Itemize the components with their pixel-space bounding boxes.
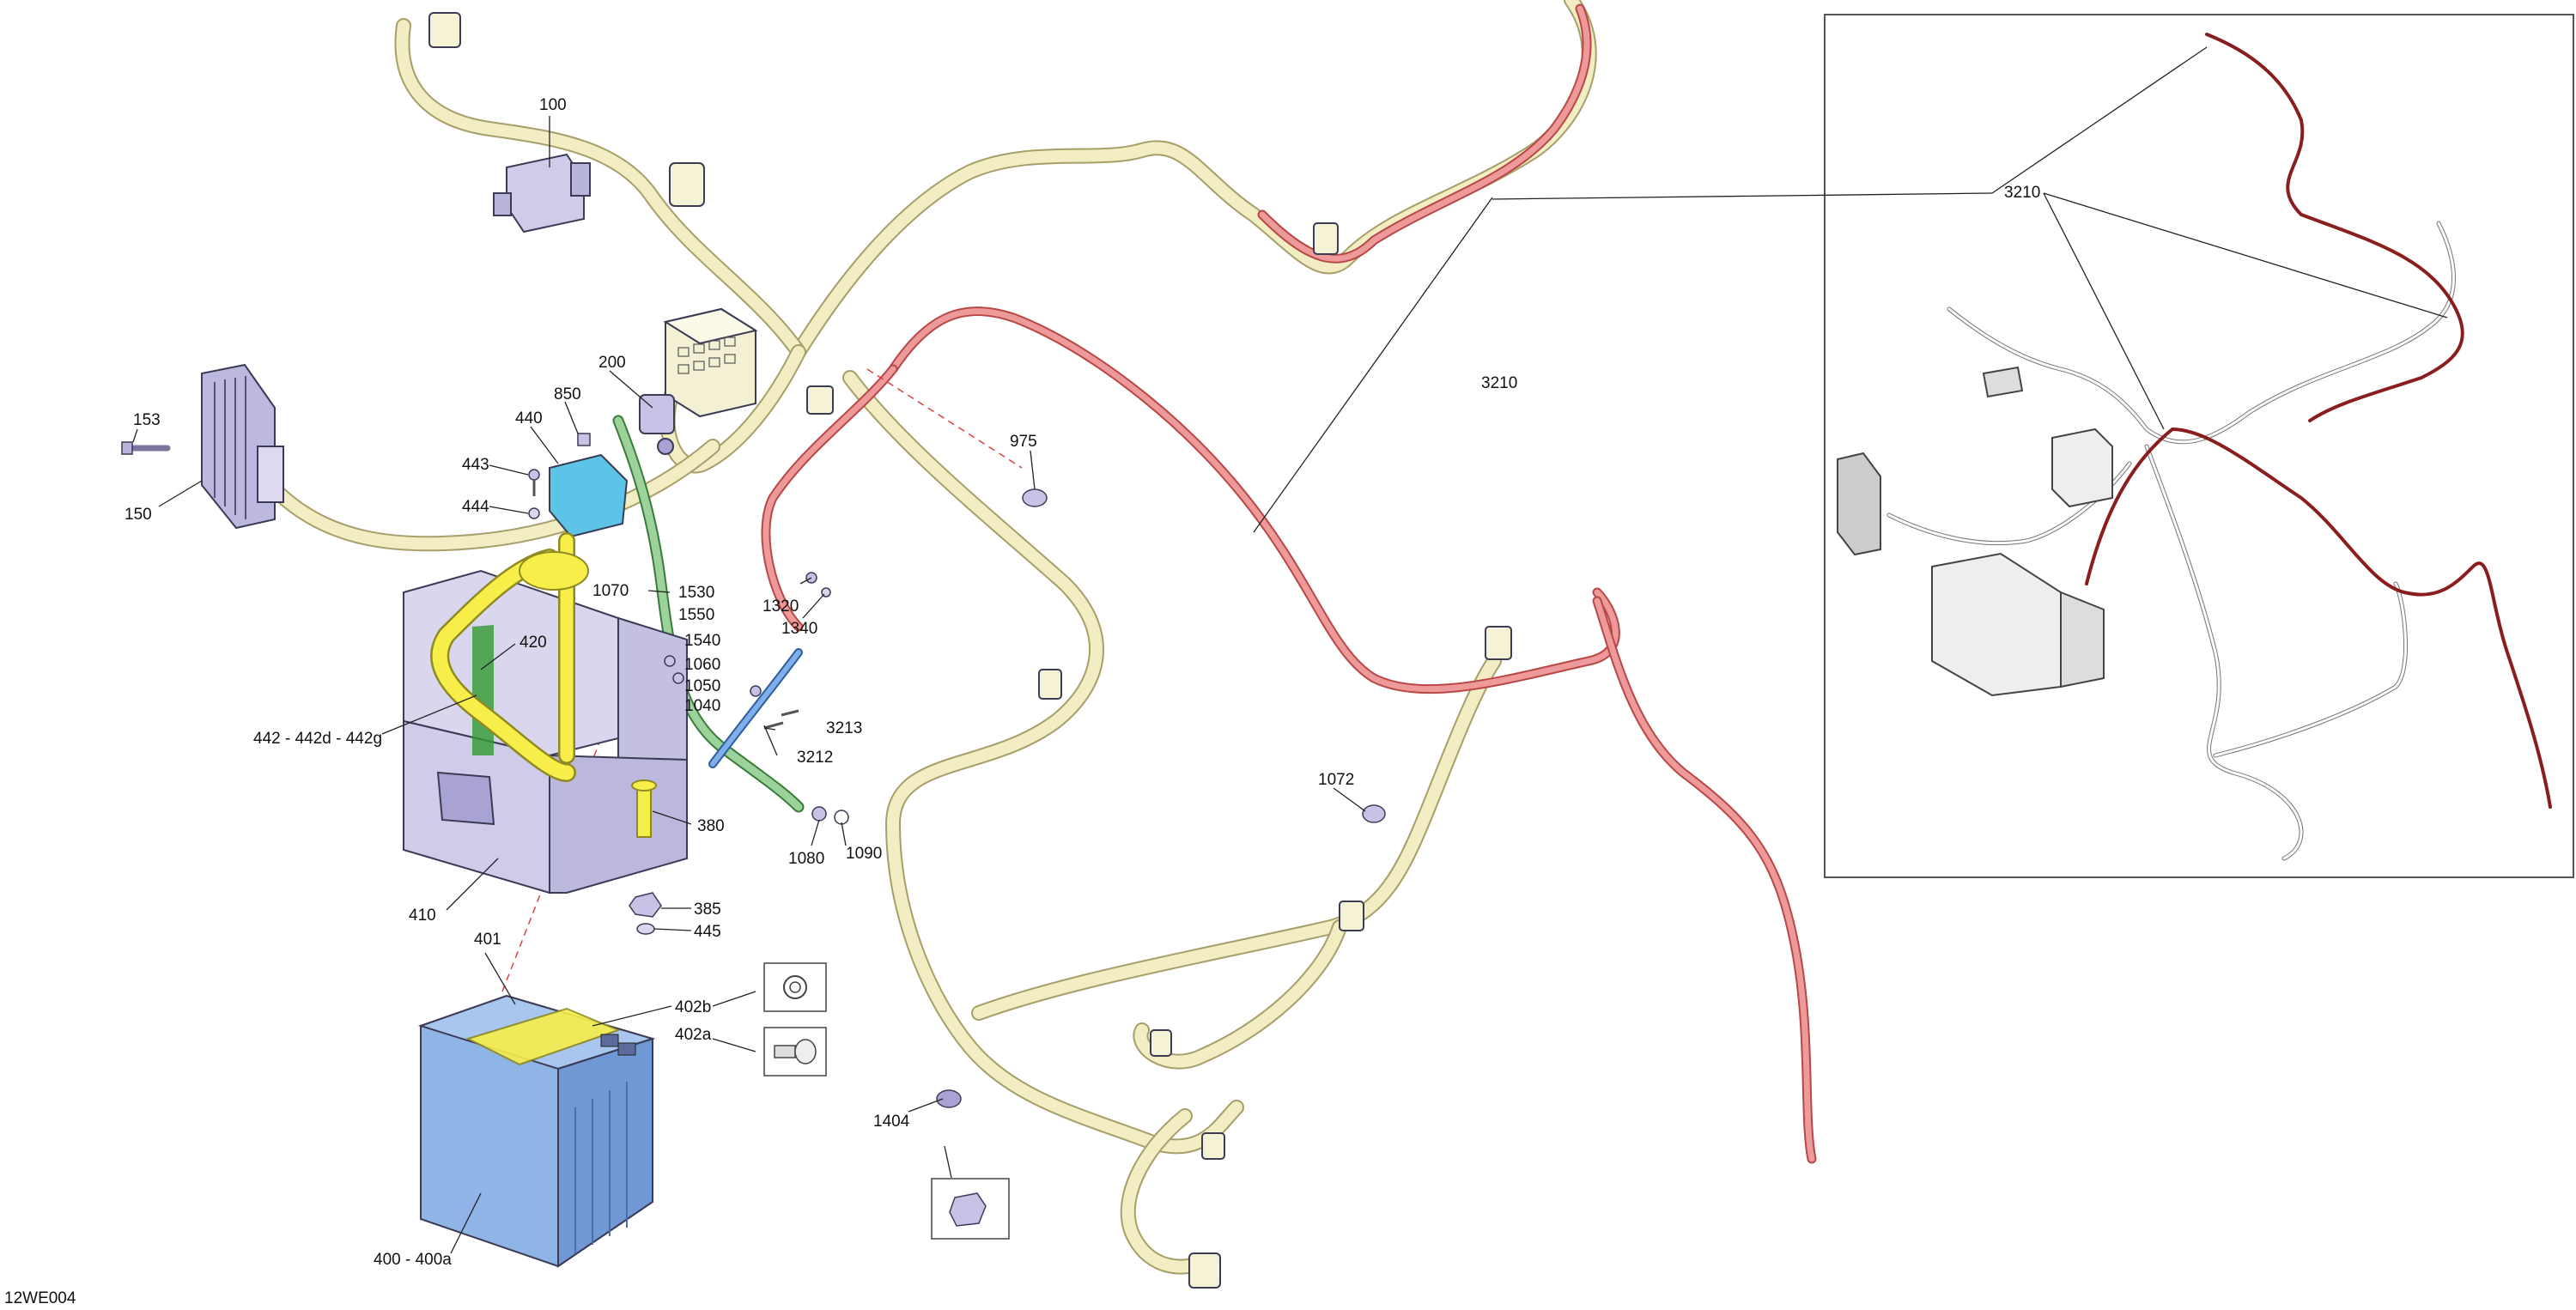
label-440: 440 bbox=[515, 409, 543, 428]
label-410: 410 bbox=[409, 907, 436, 925]
bolt-380 bbox=[631, 779, 657, 838]
terminals-1040-1060 bbox=[664, 655, 762, 697]
label-1530: 1530 bbox=[678, 584, 714, 602]
label-443: 443 bbox=[462, 456, 489, 474]
label-153: 153 bbox=[133, 411, 161, 429]
star-washer-icon bbox=[783, 975, 807, 999]
connector-200 bbox=[639, 394, 675, 455]
fastener-975 bbox=[1022, 488, 1048, 507]
label-445: 445 bbox=[694, 923, 721, 941]
label-1050: 1050 bbox=[684, 677, 720, 695]
battery-tray-410 bbox=[403, 569, 688, 895]
leader-lines bbox=[132, 46, 2448, 1254]
label-1540: 1540 bbox=[684, 632, 720, 650]
label-402b: 402b bbox=[675, 998, 711, 1016]
washer-1090 bbox=[834, 810, 849, 825]
label-975: 975 bbox=[1010, 433, 1037, 451]
label-1550: 1550 bbox=[678, 606, 714, 624]
positive-cable-3210 bbox=[761, 3, 1817, 1164]
screw-443 bbox=[528, 469, 540, 496]
label-1070: 1070 bbox=[592, 582, 629, 600]
screw-153 bbox=[121, 441, 171, 455]
label-850: 850 bbox=[554, 385, 581, 403]
label-1060: 1060 bbox=[684, 656, 720, 674]
label-1320: 1320 bbox=[762, 597, 799, 616]
label-444: 444 bbox=[462, 498, 489, 516]
fuse-box bbox=[663, 307, 758, 418]
battery-terminals bbox=[600, 1034, 636, 1056]
inset-overview bbox=[1824, 14, 2574, 878]
label-3210-inset: 3210 bbox=[2004, 184, 2040, 202]
label-3212: 3212 bbox=[797, 749, 833, 767]
document-code: 12WE004 bbox=[4, 1289, 76, 1307]
label-1040: 1040 bbox=[684, 697, 720, 715]
voltage-regulator-150 bbox=[201, 363, 284, 530]
label-1090: 1090 bbox=[846, 845, 882, 863]
grommet-icon bbox=[949, 1192, 987, 1227]
fastener-1072 bbox=[1362, 804, 1386, 823]
callout-labels: 100 153 150 200 850 440 443 444 420 442 … bbox=[125, 96, 2040, 1269]
label-1404: 1404 bbox=[873, 1113, 910, 1131]
star-washer-402b-callout bbox=[763, 962, 827, 1012]
label-401: 401 bbox=[474, 931, 501, 949]
label-442: 442 - 442d - 442g bbox=[253, 730, 382, 748]
battery-strap-401 bbox=[465, 1007, 621, 1066]
fastener-850 bbox=[577, 433, 591, 446]
label-150: 150 bbox=[125, 506, 152, 524]
washer-444 bbox=[528, 507, 540, 519]
nut-1080 bbox=[811, 806, 827, 822]
label-1072: 1072 bbox=[1318, 771, 1354, 789]
label-380: 380 bbox=[697, 817, 725, 835]
label-420: 420 bbox=[519, 634, 547, 652]
battery-hold-down-strap-420 bbox=[430, 532, 589, 782]
main-wiring-harness bbox=[267, 0, 1597, 1275]
label-1340: 1340 bbox=[781, 620, 817, 638]
label-3210: 3210 bbox=[1481, 374, 1517, 392]
screw-icon bbox=[774, 1039, 817, 1064]
harness-connector-top bbox=[428, 12, 705, 207]
label-385: 385 bbox=[694, 901, 721, 919]
nut-385 bbox=[629, 892, 662, 918]
harness-connectors bbox=[806, 222, 1512, 1289]
hardware-1320-1340 bbox=[805, 572, 831, 597]
label-3213: 3213 bbox=[826, 719, 862, 737]
relay-100 bbox=[493, 153, 591, 233]
relay-bracket-440 bbox=[549, 453, 629, 538]
grommet-1404 bbox=[931, 1089, 1010, 1240]
dashed-indicator-975 bbox=[866, 368, 1023, 469]
screws-3212-3213 bbox=[763, 709, 799, 730]
washer-445 bbox=[636, 923, 655, 935]
label-400: 400 - 400a bbox=[374, 1251, 452, 1269]
label-1080: 1080 bbox=[788, 850, 824, 868]
label-200: 200 bbox=[598, 354, 626, 372]
screw-402a-callout bbox=[763, 1027, 827, 1077]
label-402a: 402a bbox=[675, 1026, 712, 1044]
label-100: 100 bbox=[539, 96, 567, 114]
